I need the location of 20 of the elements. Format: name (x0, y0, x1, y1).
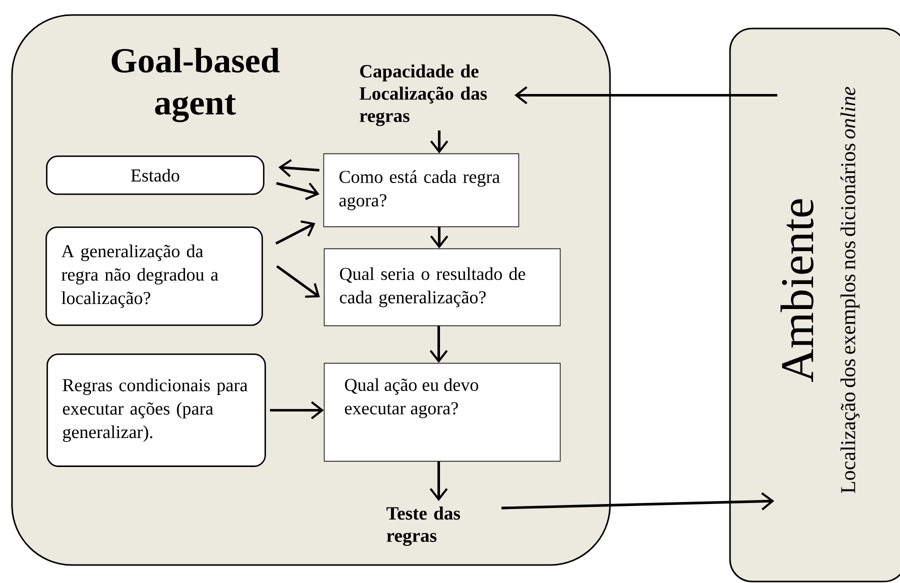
condition-box: A generalização da regra não degradou a localização? (46, 226, 263, 326)
arrow (270, 401, 324, 420)
arrow (430, 326, 448, 363)
rules-box: Regras condicionais para executar ações (para generalizar). (46, 354, 266, 467)
bare-label: Teste das regras (386, 506, 460, 546)
arrow (430, 227, 448, 248)
process-box: Qual seria o resultado de cada generalização? (324, 248, 561, 326)
process-box: Como está cada regra agora? (323, 153, 520, 228)
environment-box: Ambiente Localização dos exemplos nos dicionários online (729, 28, 900, 582)
process-box: Qual ação eu devo executar agora? (324, 362, 561, 462)
state-box: Estado (46, 156, 264, 195)
arrow (276, 182, 320, 200)
arrow (501, 492, 774, 510)
arrow (430, 462, 448, 501)
arrow (430, 130, 448, 154)
bare-label: Capacidade de Localização das regras (360, 64, 487, 126)
arrow (276, 265, 320, 298)
arrow (514, 86, 778, 104)
arrow (275, 220, 316, 245)
arrow (278, 159, 320, 178)
